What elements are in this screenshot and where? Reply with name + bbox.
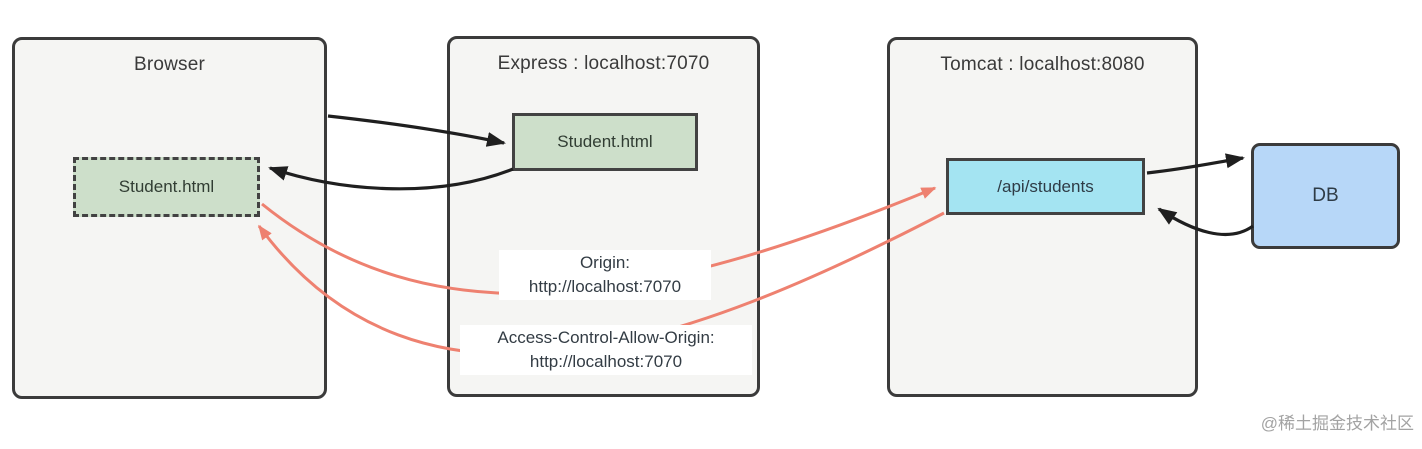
tomcat-title: Tomcat : localhost:8080 (940, 54, 1145, 75)
browser-title: Browser (133, 54, 206, 75)
tomcat-api-students-label: /api/students (997, 176, 1094, 196)
db-label: DB (1312, 185, 1339, 206)
express-student-html-label: Student.html (557, 132, 653, 151)
origin-header-line2: http://localhost:7070 (528, 277, 682, 296)
acao-header-line1: Access-Control-Allow-Origin: (497, 328, 715, 347)
browser-student-html-label: Student.html (118, 177, 215, 196)
acao-header-line2: http://localhost:7070 (529, 352, 683, 371)
express-student-html-node: Student.html (512, 113, 698, 171)
origin-header-label: Origin: http://localhost:7070 (499, 250, 711, 300)
browser-box: Browser (12, 37, 327, 399)
tomcat-api-students-node: /api/students (946, 158, 1145, 215)
express-title: Express : localhost:7070 (497, 53, 710, 74)
watermark: @稀土掘金技术社区 (1260, 414, 1414, 433)
acao-header-label: Access-Control-Allow-Origin: http://loca… (460, 325, 752, 375)
db-box: DB (1251, 143, 1400, 249)
browser-student-html-node: Student.html (73, 157, 260, 217)
origin-header-line1: Origin: (579, 253, 631, 272)
tomcat-box: Tomcat : localhost:8080 (887, 37, 1198, 397)
